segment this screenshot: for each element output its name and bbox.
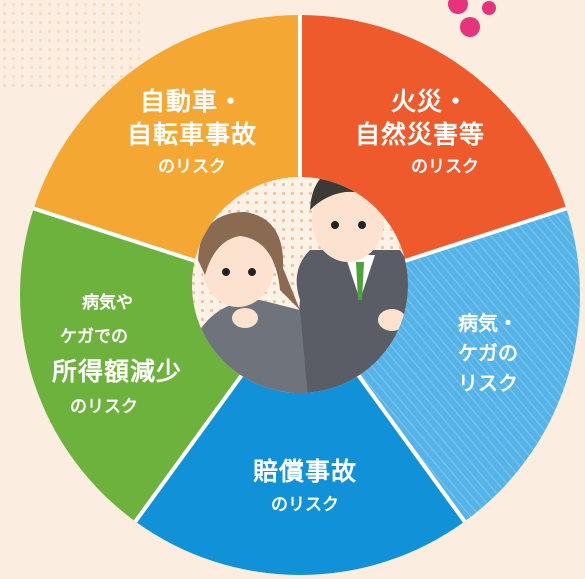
svg-text:のリスク: のリスク — [411, 157, 479, 177]
svg-text:自然災害等: 自然災害等 — [355, 120, 485, 149]
svg-text:病気や: 病気や — [82, 292, 133, 313]
background-dots — [0, 0, 140, 90]
label-illness: 病気・ ケガの リスク — [458, 311, 518, 395]
svg-text:のリスク: のリスク — [70, 397, 138, 417]
segment-liability — [135, 295, 465, 575]
svg-text:火災・: 火災・ — [391, 87, 469, 116]
svg-text:ケガの: ケガの — [458, 341, 518, 365]
svg-text:賠償事故: 賠償事故 — [253, 457, 357, 486]
label-income: 病気や ケガでの 所得額減少 のリスク — [52, 292, 182, 417]
svg-text:のリスク: のリスク — [271, 495, 339, 515]
accent-dots — [448, 0, 496, 37]
svg-text:所得額減少: 所得額減少 — [52, 357, 182, 386]
svg-text:ケガでの: ケガでの — [60, 327, 128, 347]
svg-text:リスク: リスク — [458, 371, 518, 395]
label-fire: 火災・ 自然災害等 のリスク — [355, 87, 485, 177]
center-illustration — [192, 177, 408, 393]
svg-text:自動車・: 自動車・ — [140, 87, 244, 116]
svg-text:のリスク: のリスク — [158, 157, 226, 177]
svg-text:病気・: 病気・ — [458, 311, 518, 335]
svg-text:自転車事故: 自転車事故 — [127, 120, 257, 149]
label-liability: 賠償事故 のリスク — [253, 457, 357, 515]
label-car: 自動車・ 自転車事故 のリスク — [127, 87, 257, 177]
